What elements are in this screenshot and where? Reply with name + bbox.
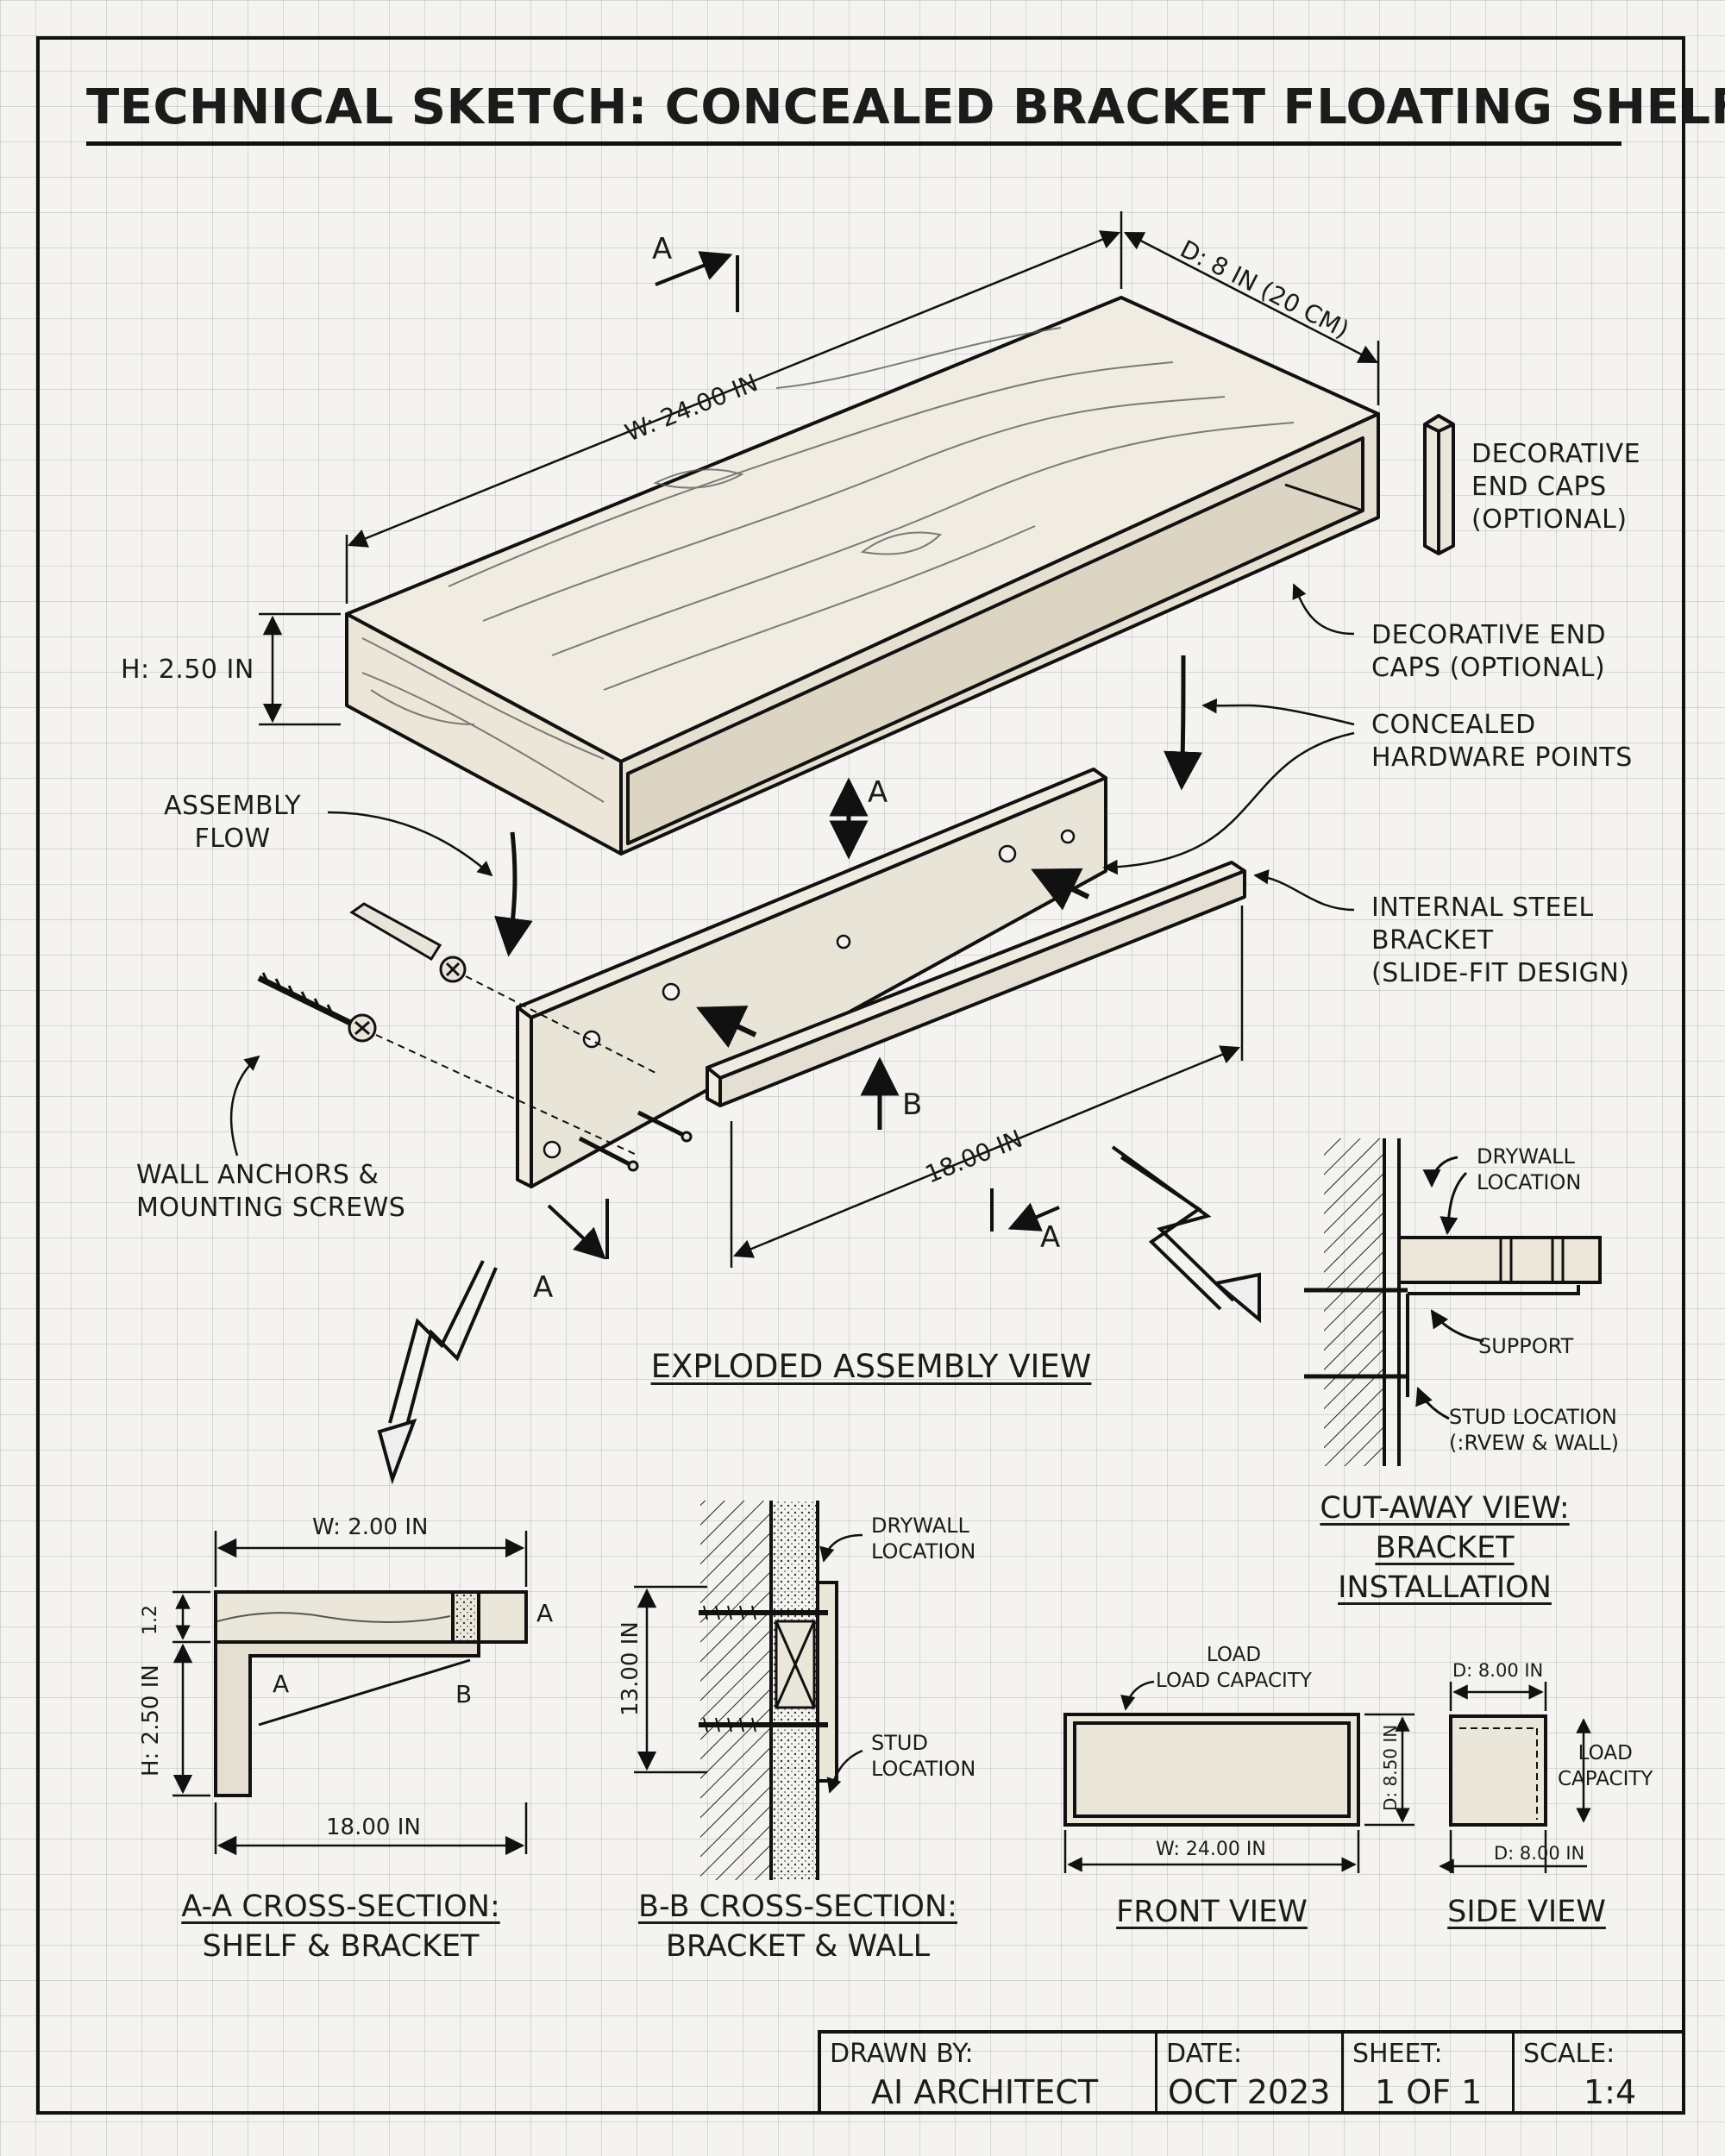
front-view-title: FRONT VIEW bbox=[1116, 1895, 1308, 1929]
aa-width-label: W: 2.00 IN bbox=[312, 1514, 429, 1540]
section-bb-drawing bbox=[699, 1501, 838, 1880]
width-dimension bbox=[345, 211, 1380, 604]
tb-drawn-by-label: DRAWN BY: bbox=[830, 2039, 974, 2069]
bracket-holes bbox=[543, 829, 1076, 1159]
section-mark-a-top: A bbox=[652, 232, 673, 266]
front-view-drawing bbox=[1063, 1680, 1414, 1873]
aa-top-dim: 1.2 bbox=[140, 1605, 161, 1635]
tb-date-label: DATE: bbox=[1166, 2039, 1243, 2069]
cutaway-stud-label: STUD LOCATION (:RVEW & WALL) bbox=[1449, 1405, 1620, 1455]
shelf-body bbox=[345, 296, 1380, 856]
anchors-screws bbox=[257, 902, 693, 1172]
cutaway-drawing bbox=[1304, 1138, 1602, 1466]
title-underline bbox=[86, 141, 1622, 146]
lightning-arrows bbox=[377, 1145, 1261, 1485]
height-label: H: 2.50 IN bbox=[121, 655, 254, 685]
side-bottom-dim: D: 8.00 IN bbox=[1494, 1843, 1585, 1864]
aa-title-line1: A-A CROSS-SECTION: bbox=[181, 1890, 500, 1924]
bb-title-line1: B-B CROSS-SECTION: bbox=[638, 1890, 957, 1924]
bracket-arrows bbox=[696, 777, 1090, 1130]
tb-sheet-value: 1 OF 1 bbox=[1375, 2073, 1483, 2111]
height-dimension bbox=[259, 612, 341, 726]
end-caps-label-2: DECORATIVE END CAPS (OPTIONAL) bbox=[1371, 620, 1607, 683]
aa-mark-a-right: A bbox=[536, 1599, 554, 1627]
front-height-label: D: 8.50 IN bbox=[1380, 1724, 1401, 1811]
sheet-border bbox=[36, 36, 1685, 2115]
section-mark-a-left: A bbox=[533, 1270, 554, 1305]
section-marks-bottom bbox=[547, 1188, 1060, 1260]
aa-height-label: H: 2.50 IN bbox=[138, 1664, 164, 1777]
tb-scale-label: SCALE: bbox=[1523, 2039, 1615, 2069]
section-bb-dimensions bbox=[634, 1533, 863, 1794]
tb-drawn-by: DRAWN BY: AI ARCHITECT bbox=[821, 2034, 1157, 2115]
tb-date: DATE: OCT 2023 bbox=[1157, 2034, 1344, 2115]
aa-mark-b-inner: B bbox=[455, 1680, 473, 1708]
side-top-dim: D: 8.00 IN bbox=[1452, 1660, 1544, 1681]
tb-scale-value: 1:4 bbox=[1584, 2073, 1637, 2111]
section-aa-dimensions bbox=[172, 1531, 528, 1856]
leaders bbox=[229, 583, 1355, 1156]
bracket-length-dimension bbox=[730, 906, 1244, 1268]
flow-arrows bbox=[494, 655, 1203, 957]
section-mark-top bbox=[655, 251, 739, 312]
section-aa-drawing bbox=[214, 1590, 528, 1797]
front-load-label: LOAD LOAD CAPACITY bbox=[1156, 1644, 1312, 1692]
exploded-view-title: EXPLODED ASSEMBLY VIEW bbox=[650, 1348, 1092, 1385]
steel-bracket-label: INTERNAL STEEL BRACKET (SLIDE-FIT DESIGN… bbox=[1371, 893, 1630, 988]
anchors-label: WALL ANCHORS & MOUNTING SCREWS bbox=[136, 1160, 406, 1223]
aa-mark-a-inner: A bbox=[273, 1670, 290, 1698]
cutaway-title: CUT-AWAY VIEW: BRACKET INSTALLATION bbox=[1320, 1491, 1570, 1605]
section-mark-a-bracket: A bbox=[868, 775, 888, 810]
tb-scale: SCALE: 1:4 bbox=[1515, 2034, 1685, 2115]
end-caps-label: DECORATIVE END CAPS (OPTIONAL) bbox=[1471, 439, 1641, 535]
cutaway-support-label: SUPPORT bbox=[1478, 1334, 1574, 1358]
title-block: DRAWN BY: AI ARCHITECT DATE: OCT 2023 SH… bbox=[818, 2030, 1685, 2115]
cutaway-drywall-label: DRYWALL LOCATION bbox=[1477, 1144, 1582, 1194]
section-mark-b-bracket: B bbox=[902, 1087, 923, 1122]
side-view-drawing bbox=[1439, 1682, 1591, 1874]
tb-date-value: OCT 2023 bbox=[1168, 2073, 1331, 2111]
sheet-title: TECHNICAL SKETCH: CONCEALED BRACKET FLOA… bbox=[86, 79, 1725, 135]
tb-sheet: SHEET: 1 OF 1 bbox=[1344, 2034, 1515, 2115]
steel-bracket bbox=[516, 768, 1246, 1188]
front-width-label: W: 24.00 IN bbox=[1156, 1839, 1266, 1860]
bb-stud-label: STUD LOCATION bbox=[871, 1731, 976, 1781]
bb-height-label: 13.00 IN bbox=[618, 1621, 643, 1716]
side-view-title: SIDE VIEW bbox=[1447, 1895, 1606, 1929]
aa-title-line2: SHELF & BRACKET bbox=[202, 1929, 480, 1964]
bb-title-line2: BRACKET & WALL bbox=[665, 1929, 931, 1964]
section-mark-a-right: A bbox=[1040, 1220, 1061, 1255]
tb-sheet-label: SHEET: bbox=[1352, 2039, 1443, 2069]
assembly-flow-label: ASSEMBLY FLOW bbox=[164, 791, 302, 854]
aa-bottom-dim: 18.00 IN bbox=[326, 1814, 421, 1840]
tb-drawn-by-value: AI ARCHITECT bbox=[871, 2073, 1099, 2111]
hardware-points-label: CONCEALED HARDWARE POINTS bbox=[1371, 710, 1633, 773]
bb-drywall-label: DRYWALL LOCATION bbox=[871, 1514, 976, 1564]
end-cap-piece bbox=[1423, 414, 1455, 555]
side-load-label: LOAD CAPACITY bbox=[1558, 1742, 1653, 1790]
